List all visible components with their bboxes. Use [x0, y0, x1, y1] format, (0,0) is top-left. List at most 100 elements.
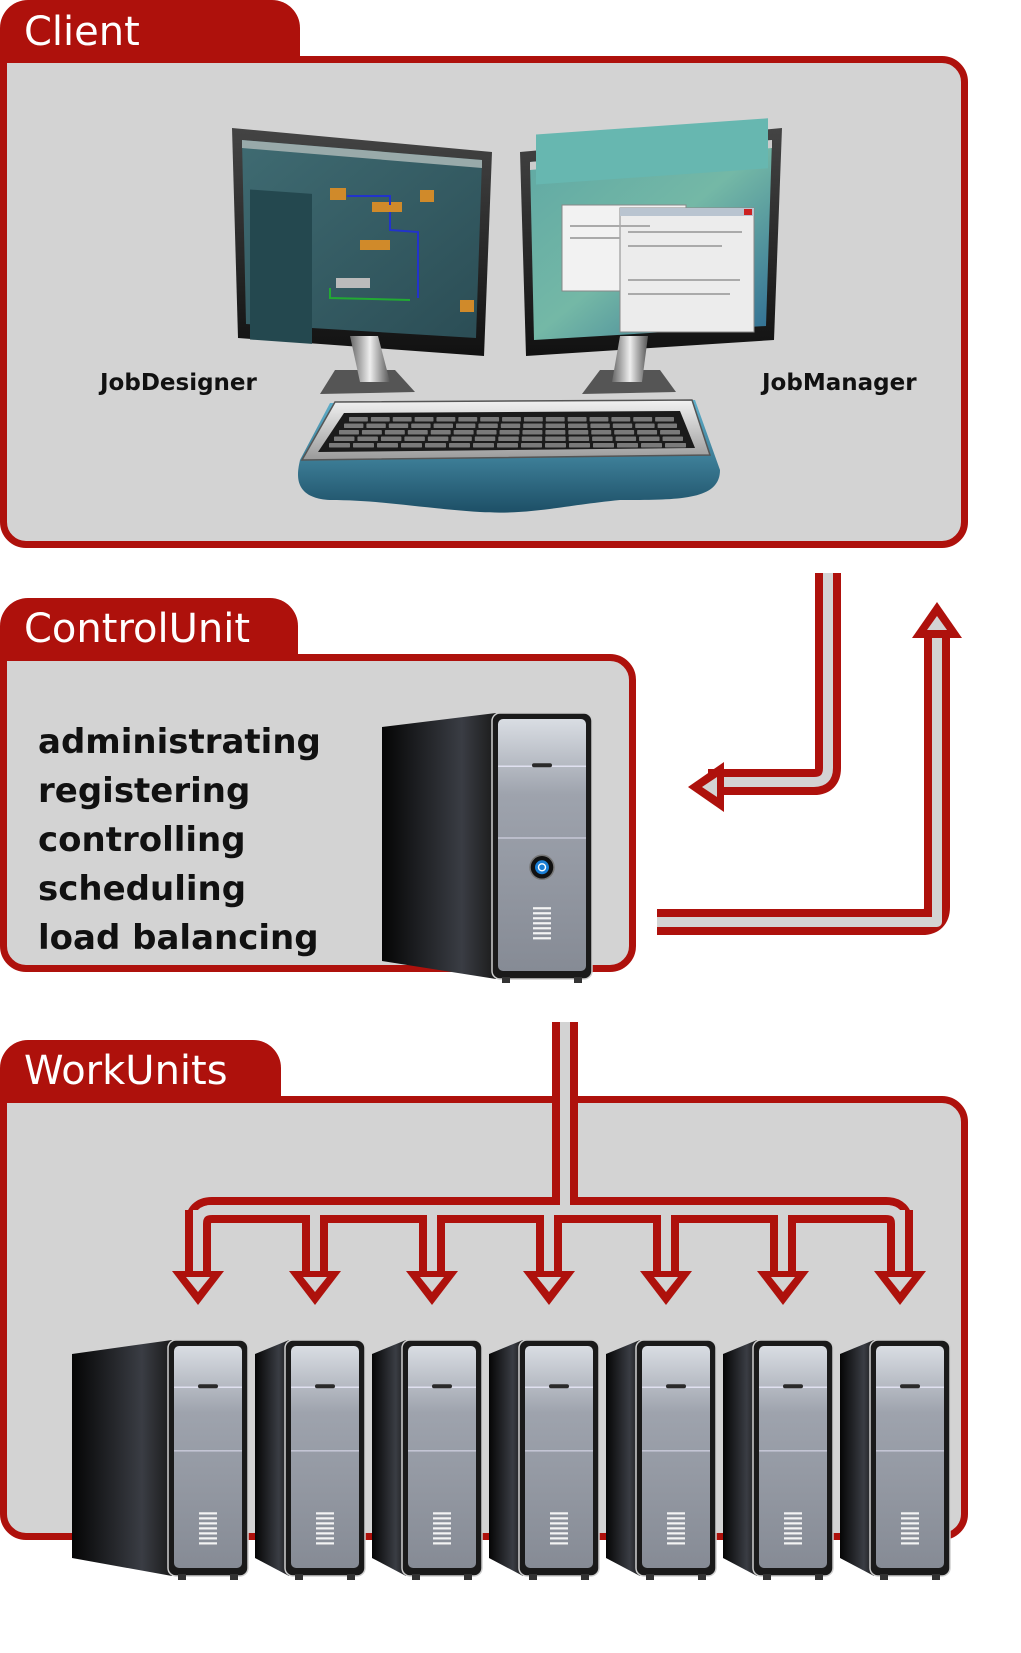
key-icon	[639, 436, 660, 441]
key-icon	[545, 423, 565, 428]
control-unit-task-list: administrating registering controlling s…	[38, 718, 321, 963]
key-icon	[660, 430, 680, 435]
key-icon	[665, 443, 686, 448]
task-item: load balancing	[38, 918, 319, 958]
key-icon	[388, 423, 409, 428]
key-icon	[637, 430, 658, 435]
key-icon	[521, 443, 542, 448]
key-icon	[592, 436, 613, 441]
key-icon	[404, 436, 425, 441]
key-icon	[615, 436, 637, 441]
key-icon	[349, 417, 368, 422]
task-item: registering	[38, 771, 251, 811]
server-tower-icon	[723, 1339, 834, 1580]
server-tower-icon	[255, 1339, 366, 1580]
server-tower-icon	[372, 1339, 483, 1580]
key-icon	[500, 423, 521, 428]
key-icon	[361, 430, 382, 435]
key-icon	[478, 423, 498, 428]
key-icon	[612, 423, 633, 428]
key-icon	[401, 443, 422, 448]
server-tower-icon	[382, 712, 593, 983]
key-icon	[380, 436, 402, 441]
key-icon	[366, 423, 386, 428]
key-icon	[425, 443, 446, 448]
key-icon	[523, 423, 543, 428]
client-to-controlunit-arrow	[688, 573, 841, 812]
keyboard-icon	[298, 399, 720, 513]
key-icon	[591, 430, 612, 435]
key-icon	[353, 443, 374, 448]
key-icon	[449, 443, 470, 448]
key-icon	[568, 423, 588, 428]
key-icon	[568, 430, 589, 435]
key-icon	[329, 443, 350, 448]
key-icon	[407, 430, 428, 435]
jobmanager-label: JobManager	[762, 370, 917, 396]
key-icon	[458, 417, 478, 422]
key-icon	[614, 430, 635, 435]
key-icon	[436, 417, 456, 422]
key-icon	[657, 423, 677, 428]
client-title: Client	[24, 9, 140, 55]
key-icon	[611, 417, 631, 422]
key-icon	[339, 430, 359, 435]
key-icon	[545, 436, 566, 441]
controlunit-to-workunits-fanout	[172, 1022, 926, 1305]
key-icon	[370, 417, 390, 422]
control-unit-title: ControlUnit	[24, 606, 251, 652]
control-unit-tab: ControlUnit	[0, 598, 298, 660]
server-tower-icon	[72, 1339, 249, 1580]
key-icon	[569, 443, 590, 448]
key-icon	[545, 443, 566, 448]
key-icon	[635, 423, 655, 428]
key-icon	[392, 417, 412, 422]
key-icon	[662, 436, 683, 441]
control-unit-server-icon	[382, 712, 593, 983]
key-icon	[411, 423, 431, 428]
key-icon	[545, 430, 566, 435]
key-icon	[474, 436, 496, 441]
key-icon	[589, 417, 609, 422]
key-icon	[522, 430, 543, 435]
task-item: administrating	[38, 722, 321, 762]
work-units-title: WorkUnits	[24, 1048, 228, 1094]
key-icon	[545, 417, 565, 422]
key-icon	[633, 417, 653, 422]
key-icon	[480, 417, 500, 422]
key-icon	[655, 417, 674, 422]
server-tower-icon	[840, 1339, 951, 1580]
task-item: scheduling	[38, 869, 247, 909]
key-icon	[451, 436, 472, 441]
task-item: controlling	[38, 820, 246, 860]
key-icon	[641, 443, 662, 448]
server-tower-icon	[606, 1339, 717, 1580]
key-icon	[433, 423, 453, 428]
controlunit-to-client-arrow	[657, 602, 962, 935]
key-icon	[476, 430, 497, 435]
key-icon	[384, 430, 405, 435]
key-icon	[334, 436, 355, 441]
key-icon	[430, 430, 451, 435]
key-icon	[357, 436, 378, 441]
jobdesigner-label: JobDesigner	[100, 370, 257, 396]
key-icon	[498, 436, 519, 441]
key-icon	[499, 430, 520, 435]
key-icon	[473, 443, 494, 448]
jobmanager-monitor-icon	[520, 118, 782, 394]
client-tab: Client	[0, 0, 300, 64]
key-icon	[593, 443, 614, 448]
key-icon	[617, 443, 638, 448]
key-icon	[344, 423, 364, 428]
key-icon	[453, 430, 474, 435]
key-icon	[456, 423, 476, 428]
key-icon	[567, 417, 587, 422]
key-icon	[521, 436, 543, 441]
key-icon	[427, 436, 449, 441]
work-units-tab: WorkUnits	[0, 1040, 281, 1102]
key-icon	[502, 417, 521, 422]
key-icon	[568, 436, 590, 441]
work-unit-servers	[72, 1339, 951, 1580]
key-icon	[590, 423, 610, 428]
